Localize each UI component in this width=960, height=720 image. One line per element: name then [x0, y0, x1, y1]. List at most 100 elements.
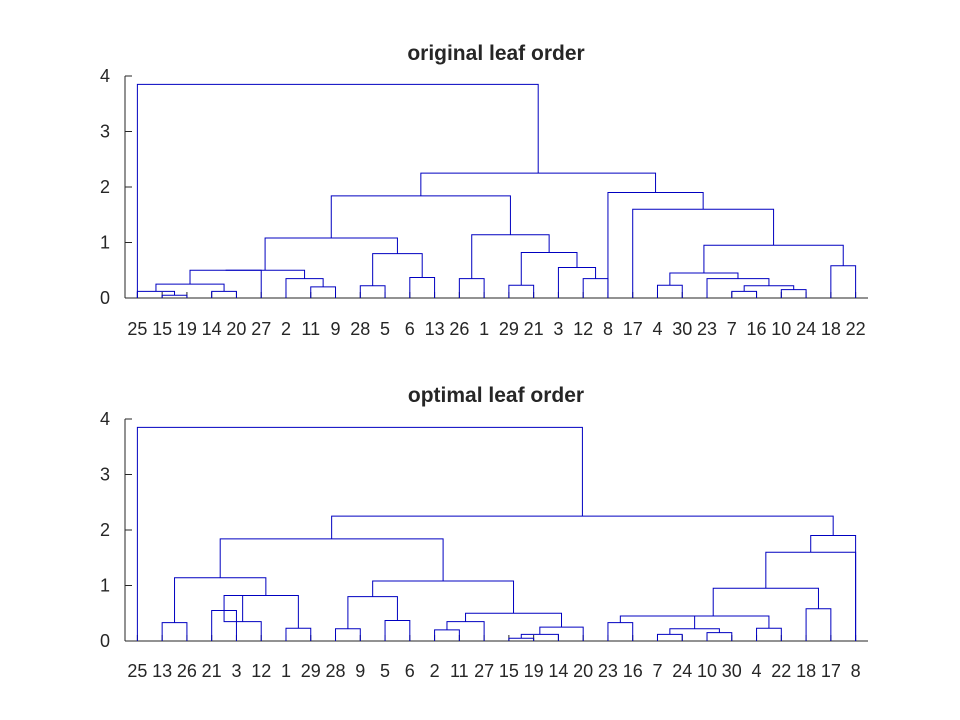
leaf-label: 21 — [524, 319, 544, 339]
leaf-label: 14 — [548, 661, 568, 681]
dendrogram-link — [657, 615, 770, 629]
leaf-label: 18 — [796, 661, 816, 681]
leaf-label: 20 — [573, 661, 593, 681]
leaf-label: 9 — [331, 319, 341, 339]
links-optimal — [136, 426, 857, 641]
leaf-label: 25 — [127, 319, 147, 339]
dendrogram-link — [619, 615, 696, 629]
leaf-label: 16 — [747, 319, 767, 339]
dendrogram-link — [520, 633, 559, 641]
dendrogram-link — [264, 237, 398, 271]
dendrogram-link — [582, 278, 609, 298]
leaf-label: 2 — [430, 661, 440, 681]
leaf-label: 27 — [474, 661, 494, 681]
leaf-label: 14 — [202, 319, 222, 339]
dendrogram-link — [471, 234, 550, 279]
y-tick-label: 0 — [100, 631, 110, 651]
leaf-label: 1 — [479, 319, 489, 339]
dendrogram-link — [434, 629, 460, 641]
dendrogram-link — [805, 608, 832, 641]
dendrogram-link — [712, 587, 819, 617]
leaf-label: 15 — [499, 661, 519, 681]
leaf-label: 13 — [425, 319, 445, 339]
leaf-label: 9 — [355, 661, 365, 681]
dendrogram-link — [656, 633, 683, 641]
dendrogram-link — [446, 621, 485, 641]
leaf-label: 23 — [598, 661, 618, 681]
dendrogram-link — [520, 251, 578, 286]
dendrogram-link — [409, 276, 436, 298]
chart-title-original: original leaf order — [407, 42, 584, 65]
dendrogram-link — [384, 619, 411, 641]
leaf-label: 30 — [722, 661, 742, 681]
leaf-label: 3 — [231, 661, 241, 681]
axes-original: 0 1 2 3 4 — [100, 66, 868, 308]
leaf-label: 6 — [405, 319, 415, 339]
leaf-label: 19 — [177, 319, 197, 339]
leaf-label: 3 — [553, 319, 563, 339]
dendrogram-link — [372, 253, 423, 286]
y-tick-label: 4 — [100, 66, 110, 86]
y-tick-label: 1 — [100, 233, 110, 253]
leaf-label: 30 — [672, 319, 692, 339]
leaf-label: 13 — [152, 661, 172, 681]
y-tick-label: 0 — [100, 288, 110, 308]
dendrogram-link — [211, 290, 237, 298]
leaf-label: 8 — [851, 661, 861, 681]
dendrogram-link — [310, 286, 337, 298]
leaf-label: 5 — [380, 319, 390, 339]
leaf-label: 7 — [727, 319, 737, 339]
dendrogram-link — [830, 265, 857, 298]
dendrogram-link — [458, 278, 485, 298]
dendrogram-link — [223, 594, 244, 622]
links-original — [136, 83, 857, 298]
dendrogram-link — [161, 622, 188, 641]
y-tick-label: 1 — [100, 576, 110, 596]
dendrogram-link — [335, 628, 361, 641]
leaf-label: 20 — [226, 319, 246, 339]
leaf-label: 23 — [697, 319, 717, 339]
dendrogram-link — [285, 278, 324, 298]
y-tick-label: 3 — [100, 465, 110, 485]
leaf-label: 11 — [301, 319, 320, 339]
leaf-label: 10 — [697, 661, 717, 681]
leaf-label: 28 — [350, 319, 370, 339]
leaf-label: 8 — [603, 319, 613, 339]
leaf-label: 7 — [652, 661, 662, 681]
leaf-label: 10 — [771, 319, 791, 339]
dendrogram-link — [330, 195, 511, 239]
leaf-label: 26 — [177, 661, 197, 681]
dendrogram-link — [285, 627, 312, 641]
leaf-label: 4 — [652, 319, 662, 339]
dendrogram-link — [669, 628, 720, 635]
leaf-label: 15 — [152, 319, 172, 339]
dendrogram-link — [607, 622, 634, 641]
dendrogram-link — [756, 627, 782, 641]
dendrogram-link — [743, 285, 795, 292]
dendrogram-link — [189, 269, 262, 298]
leaf-label: 27 — [251, 319, 271, 339]
dendrogram-link — [331, 515, 834, 539]
dendrogram-link — [557, 266, 597, 298]
dendrogram-link — [731, 290, 758, 298]
dendrogram-link — [465, 612, 563, 628]
leaf-label: 29 — [499, 319, 519, 339]
y-tick-label: 3 — [100, 122, 110, 142]
leaf-label: 24 — [672, 661, 692, 681]
leaf-label: 1 — [281, 661, 291, 681]
dendrogram-link — [508, 284, 535, 298]
leaf-label: 24 — [796, 319, 816, 339]
leaf-label: 28 — [326, 661, 346, 681]
y-tick-label: 2 — [100, 177, 110, 197]
leaf-label: 6 — [405, 661, 415, 681]
leaf-label: 25 — [127, 661, 147, 681]
dendrogram-link — [706, 278, 770, 298]
leaf-label: 19 — [524, 661, 544, 681]
dendrogram-link — [225, 269, 306, 279]
leaf-label: 11 — [450, 661, 469, 681]
leaf-label: 22 — [846, 319, 866, 339]
